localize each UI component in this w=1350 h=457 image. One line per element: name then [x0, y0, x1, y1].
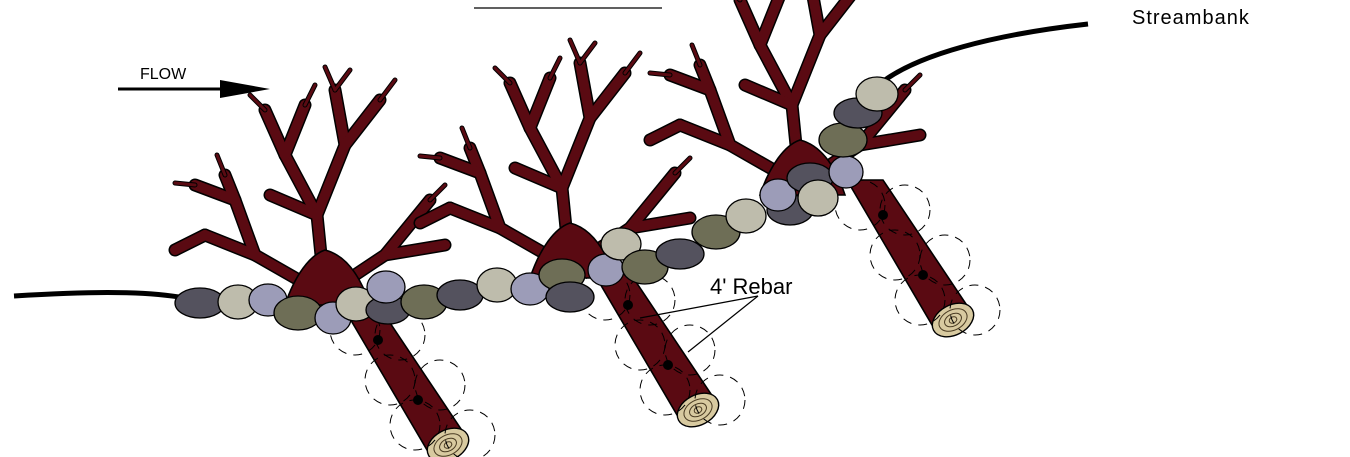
rock: [656, 239, 704, 269]
streambank-label: Streambank: [1132, 7, 1250, 29]
log-3: [835, 180, 1000, 344]
streambank-line-right: [885, 24, 1088, 80]
rock: [546, 282, 594, 312]
streambank-line-left: [14, 293, 185, 299]
rock: [829, 156, 863, 188]
rock: [856, 77, 898, 111]
log-1: [330, 305, 495, 457]
rebar-label: 4' Rebar: [710, 274, 792, 299]
tree-1: [175, 67, 445, 305]
tree-2: [420, 40, 690, 278]
rock: [437, 280, 483, 310]
rock: [367, 271, 405, 303]
rock: [274, 296, 322, 330]
rock: [726, 199, 766, 233]
rock: [798, 180, 838, 216]
flow-label: FLOW: [140, 66, 187, 83]
